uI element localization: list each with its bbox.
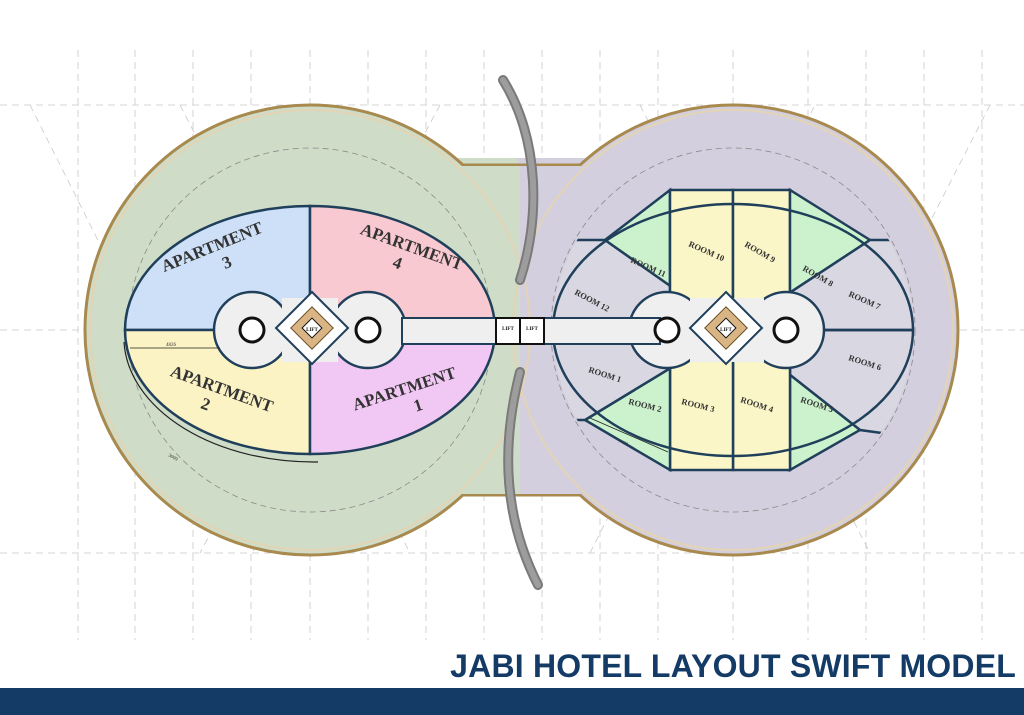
- dimension-7402: 7402: [617, 439, 629, 448]
- lift-labels: LIFT LIFT LIFT LIFT: [306, 327, 732, 333]
- apartment-pillars: [238, 316, 382, 344]
- left-core-lift-label: LIFT: [306, 328, 318, 333]
- dimension-arc: [123, 341, 669, 463]
- stair-core-left: [274, 290, 350, 366]
- right-core-lift-label: LIFT: [720, 328, 732, 333]
- dimension-3009: 3009: [167, 453, 179, 463]
- corridor-lifts: [495, 317, 545, 345]
- dimension-4826: 4826: [166, 343, 177, 348]
- corridor-lift-a-label: LIFT: [502, 327, 514, 332]
- footer-bar: [0, 688, 1024, 715]
- dimension-labels: 4826 3009 7402: [166, 343, 629, 463]
- corridor-lift-b-label: LIFT: [526, 327, 538, 332]
- page-title: JABI HOTEL LAYOUT SWIFT MODEL: [450, 648, 1016, 684]
- left-wing: [123, 204, 499, 456]
- curved-walkway: [498, 75, 543, 590]
- floor-plan: APARTMENT3 APARTMENT4 APARTMENT2 APARTME…: [0, 50, 1024, 640]
- stair-core-right: [688, 290, 764, 366]
